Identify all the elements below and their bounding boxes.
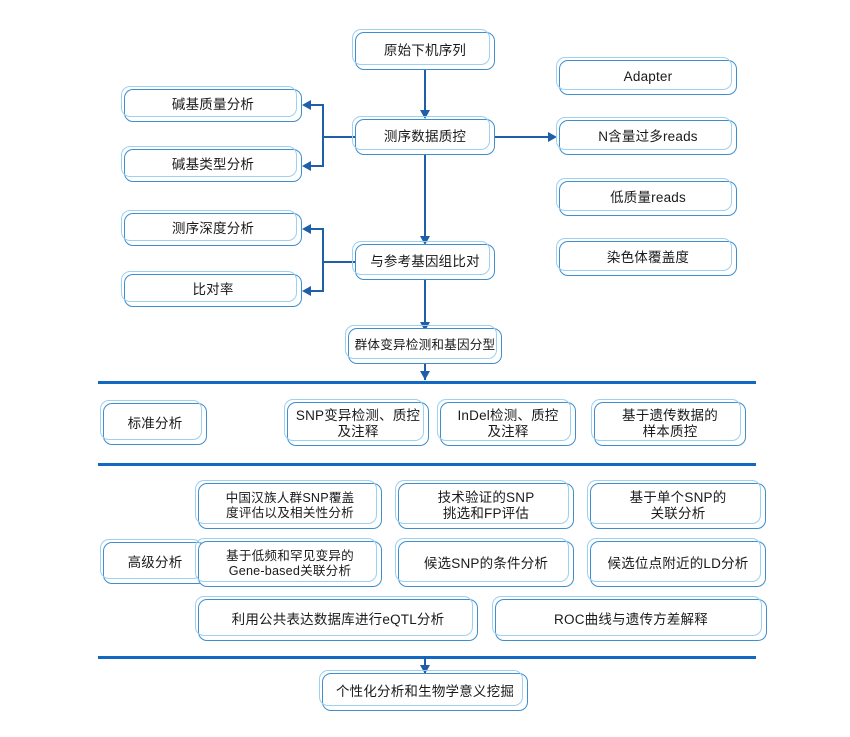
advanced-analysis-label-text: 高级分析 <box>127 554 183 570</box>
node-han-snp-coverage-line1: 中国汉族人群SNP覆盖 <box>225 490 355 505</box>
node-mapping-rate[interactable]: 比对率 <box>121 271 302 307</box>
node-snp-calling-line1: SNP变异检测、质控 <box>295 407 421 423</box>
node-indel-calling-qc-annotation[interactable]: InDel检测、质控 及注释 <box>437 399 576 446</box>
arrowhead-align-to-variant <box>419 322 430 331</box>
node-adapter-label: Adapter <box>623 69 673 85</box>
node-snp-calling-line2: 及注释 <box>337 424 379 439</box>
node-low-quality-reads-label: 低质量reads <box>610 190 686 206</box>
node-personalized-analysis[interactable]: 个性化分析和生物学意义挖掘 <box>319 670 528 711</box>
node-base-quality-analysis[interactable]: 碱基质量分析 <box>121 86 302 122</box>
node-standard-analysis-label[interactable]: 标准分析 <box>100 400 207 445</box>
arrowhead-qc-to-alignment <box>419 236 430 245</box>
node-chromosome-coverage[interactable]: 染色体覆盖度 <box>556 238 737 276</box>
node-variant-calling-label: 群体变异检测和基因分型 <box>354 338 496 353</box>
arrowhead-variant-to-standard <box>419 371 430 380</box>
node-variant-calling[interactable]: 群体变异检测和基因分型 <box>345 325 502 364</box>
connector-qc-left-stem <box>322 135 356 139</box>
connector-qc-to-n-reads <box>495 135 548 139</box>
node-gene-based-assoc-line2: Gene-based关联分析 <box>228 564 352 578</box>
node-han-chinese-snp-coverage[interactable]: 中国汉族人群SNP覆盖 度评估以及相关性分析 <box>195 480 382 529</box>
node-personalized-analysis-label: 个性化分析和生物学意义挖掘 <box>335 683 515 699</box>
standard-analysis-label-text: 标准分析 <box>127 415 183 431</box>
node-single-snp-assoc-line2: 关联分析 <box>650 506 706 521</box>
node-public-expression-eqtl-label: 利用公共表达数据库进行eQTL分析 <box>231 611 445 627</box>
node-indel-calling-line1: InDel检测、质控 <box>457 407 559 423</box>
divider-advanced-analysis-top <box>98 463 756 466</box>
node-raw-reads-label: 原始下机序列 <box>383 42 467 58</box>
node-base-quality-analysis-label: 碱基质量分析 <box>171 97 255 113</box>
node-qc[interactable]: 测序数据质控 <box>352 116 495 155</box>
node-sequencing-depth-analysis[interactable]: 测序深度分析 <box>121 210 302 246</box>
node-candidate-snp-conditional[interactable]: 候选SNP的条件分析 <box>395 538 574 587</box>
node-han-snp-coverage-line2: 度评估以及相关性分析 <box>226 506 354 520</box>
node-candidate-locus-ld[interactable]: 候选位点附近的LD分析 <box>587 538 766 587</box>
node-qc-label: 测序数据质控 <box>383 128 467 144</box>
node-mapping-rate-label: 比对率 <box>192 282 234 298</box>
node-alignment-label: 与参考基因组比对 <box>370 253 480 269</box>
connector-align-left-spine <box>322 229 325 292</box>
node-genetic-sample-qc-line1: 基于遗传数据的 <box>622 407 718 423</box>
node-advanced-analysis-label[interactable]: 高级分析 <box>100 539 207 584</box>
node-genetic-sample-qc-line2: 样本质控 <box>642 424 698 439</box>
connector-align-to-rate <box>311 290 324 293</box>
node-single-snp-assoc-line1: 基于单个SNP的 <box>629 489 727 505</box>
node-candidate-locus-ld-label: 候选位点附近的LD分析 <box>607 555 749 571</box>
node-gene-based-association[interactable]: 基于低频和罕见变异的 Gene-based关联分析 <box>195 538 382 587</box>
arrowhead-align-to-depth <box>302 223 311 234</box>
node-gene-based-assoc-line1: 基于低频和罕见变异的 <box>226 548 354 563</box>
node-indel-calling-line2: 及注释 <box>487 424 529 439</box>
arrowhead-divider-to-final <box>419 665 430 674</box>
connector-qc-left-spine <box>322 105 325 167</box>
node-single-snp-association[interactable]: 基于单个SNP的 关联分析 <box>587 480 766 529</box>
node-n-content-reads-label: N含量过多reads <box>598 129 698 145</box>
node-roc-genetic-variance-label: ROC曲线与遗传方差解释 <box>554 611 708 627</box>
node-public-expression-eqtl[interactable]: 利用公共表达数据库进行eQTL分析 <box>195 596 478 641</box>
node-chromosome-coverage-label: 染色体覆盖度 <box>606 250 690 266</box>
node-base-type-analysis[interactable]: 碱基类型分析 <box>121 146 302 182</box>
node-adapter[interactable]: Adapter <box>556 57 737 95</box>
arrowhead-raw-to-qc <box>419 110 430 119</box>
node-raw-reads[interactable]: 原始下机序列 <box>352 29 495 70</box>
arrowhead-qc-to-n-reads <box>548 131 557 142</box>
node-tech-validated-snp-selection[interactable]: 技术验证的SNP 挑选和FP评估 <box>395 480 574 529</box>
node-n-content-reads[interactable]: N含量过多reads <box>556 117 737 155</box>
connector-raw-to-qc <box>424 70 427 113</box>
node-candidate-snp-conditional-label: 候选SNP的条件分析 <box>423 555 549 571</box>
connector-divider-to-final <box>424 656 427 673</box>
connector-align-left-stem <box>322 260 356 264</box>
node-tech-validated-snp-line1: 技术验证的SNP <box>437 489 535 505</box>
node-tech-validated-snp-line2: 挑选和FP评估 <box>442 506 530 521</box>
connector-qc-to-base-type <box>311 165 324 168</box>
arrowhead-align-to-rate <box>302 285 311 296</box>
arrowhead-qc-to-base-type <box>302 160 311 171</box>
node-sequencing-depth-analysis-label: 测序深度分析 <box>171 221 255 237</box>
connector-qc-to-base-quality <box>311 104 324 107</box>
node-base-type-analysis-label: 碱基类型分析 <box>171 157 255 173</box>
divider-final-top <box>98 656 756 659</box>
node-alignment[interactable]: 与参考基因组比对 <box>352 241 495 280</box>
node-roc-genetic-variance[interactable]: ROC曲线与遗传方差解释 <box>492 596 767 641</box>
divider-standard-analysis-top <box>98 381 756 384</box>
node-low-quality-reads[interactable]: 低质量reads <box>556 178 737 216</box>
node-genetic-data-sample-qc[interactable]: 基于遗传数据的 样本质控 <box>591 399 746 446</box>
arrowhead-qc-to-base-quality <box>302 99 311 110</box>
connector-qc-to-alignment <box>424 155 427 239</box>
node-snp-calling-qc-annotation[interactable]: SNP变异检测、质控 及注释 <box>284 399 429 446</box>
connector-align-to-depth <box>311 228 324 231</box>
connector-align-to-variant <box>424 280 427 326</box>
